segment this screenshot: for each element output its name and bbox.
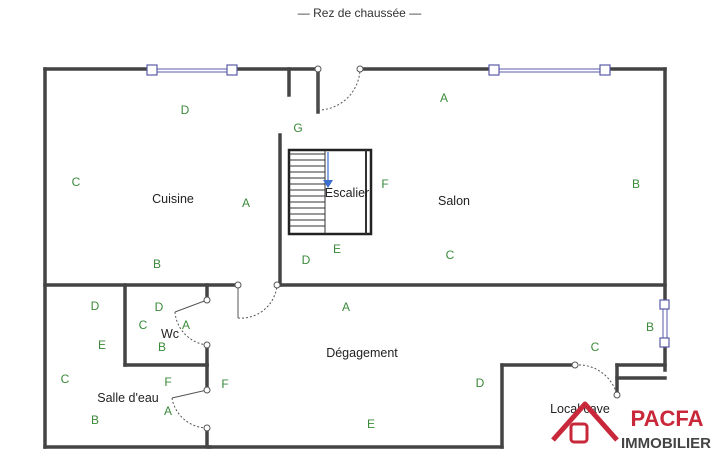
wall-letter: B <box>158 340 166 354</box>
room-label-escalier: Escalier <box>325 186 369 200</box>
wall-letter: A <box>164 404 172 418</box>
staircase <box>287 148 373 236</box>
wall-letter: B <box>153 257 161 271</box>
wall-letter: E <box>333 242 341 256</box>
room-label-degagement: Dégagement <box>326 346 398 360</box>
wall-letter: E <box>367 417 375 431</box>
wall-letter: C <box>591 340 600 354</box>
wall-letter: F <box>381 177 388 191</box>
wall-letter: A <box>342 300 350 314</box>
wall-letter: A <box>182 318 190 332</box>
house-roof-icon <box>551 401 619 442</box>
plan-title: — Rez de chaussée — <box>297 6 422 20</box>
windows <box>146 64 670 348</box>
wall-letter: A <box>242 196 250 210</box>
room-label-salon: Salon <box>438 194 470 208</box>
wall-letter: B <box>632 177 640 191</box>
wall-letter: D <box>181 103 190 117</box>
room-label-salle-eau: Salle d'eau <box>97 391 159 405</box>
doors <box>171 65 621 432</box>
wall-letter: G <box>293 121 302 135</box>
logo-name: PACFA <box>631 406 704 431</box>
wall-letter: F <box>164 375 171 389</box>
wall-letter: D <box>91 299 100 313</box>
logo-subtitle: IMMOBILIER <box>621 435 711 452</box>
pacfa-logo: PACFA IMMOBILIER <box>551 401 711 452</box>
wall-letter: C <box>61 372 70 386</box>
wall-letter: B <box>91 413 99 427</box>
wall-letter: A <box>440 91 448 105</box>
house-door-icon <box>569 422 589 444</box>
wall-letter: C <box>446 248 455 262</box>
wall-letter: C <box>139 318 148 332</box>
wall-letter: B <box>646 320 654 334</box>
wall-letter: E <box>98 338 106 352</box>
room-label-wc: Wc <box>161 327 179 341</box>
wall-letters: D C A B A B C F G D E D C A B D E C F A … <box>61 91 654 431</box>
wall-letter: D <box>302 253 311 267</box>
wall-letter: D <box>155 300 164 314</box>
wall-letter: D <box>476 376 485 390</box>
wall-letter: F <box>221 377 228 391</box>
room-label-cuisine: Cuisine <box>152 192 194 206</box>
stair-arrow-head-icon <box>323 180 333 188</box>
room-labels: Cuisine Salon Escalier Wc Dégagement Sal… <box>97 186 610 416</box>
wall-letter: C <box>72 175 81 189</box>
